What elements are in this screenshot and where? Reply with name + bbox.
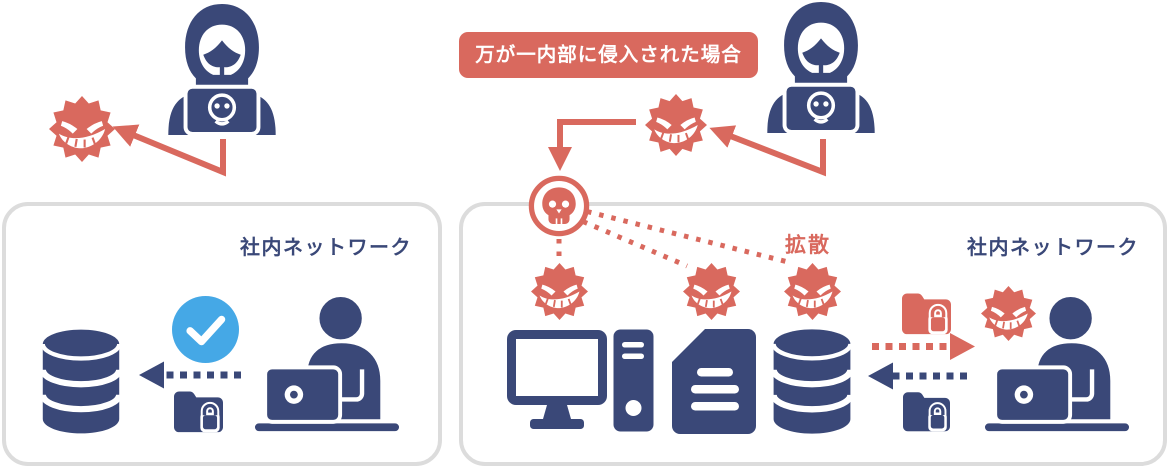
folder-lock-icon xyxy=(903,388,950,432)
data-flow-arrow-right-box xyxy=(868,362,967,390)
data-flow-arrow-left-box xyxy=(139,361,241,389)
user-laptop-icon xyxy=(254,292,400,433)
spread-label: 拡散 xyxy=(785,234,831,257)
pc-tower-icon xyxy=(613,329,654,432)
malware-icon xyxy=(784,263,841,320)
infected-file-arrow xyxy=(872,333,975,360)
malware-icon xyxy=(683,263,740,320)
right-network-title: 社内ネットワーク xyxy=(967,237,1139,259)
red-folder-lock-icon xyxy=(902,289,951,335)
desktop-pc-icon xyxy=(506,329,608,432)
database-icon xyxy=(42,329,120,434)
checkmark-icon xyxy=(172,296,239,363)
malware-icon xyxy=(531,263,588,320)
hacker-icon xyxy=(761,0,881,133)
user-laptop-icon xyxy=(984,292,1130,433)
intrusion-arrow xyxy=(548,119,636,171)
malware-icon xyxy=(49,96,115,162)
attack-arrow-left xyxy=(112,124,226,177)
skull-icon xyxy=(528,175,590,237)
hacker-icon xyxy=(162,2,282,135)
document-icon xyxy=(672,329,756,434)
malware-icon xyxy=(645,94,707,156)
spread-dotted-lines xyxy=(556,209,789,269)
folder-lock-icon xyxy=(174,387,223,433)
left-network-title: 社内ネットワーク xyxy=(240,237,412,259)
attack-arrow-right xyxy=(709,125,826,177)
database-icon xyxy=(771,329,853,434)
callout-intrusion-case: 万が一内部に侵入された場合 xyxy=(459,32,758,78)
